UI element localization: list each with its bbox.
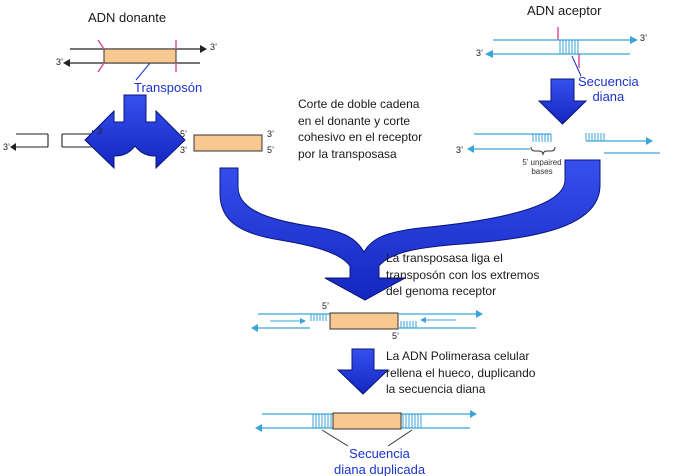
target-pointer bbox=[571, 55, 582, 77]
transposon-right-top-3prime: 3’ bbox=[267, 129, 275, 139]
acceptor-top-3prime: 3’ bbox=[640, 33, 648, 43]
polymerase-description: La ADN Polimerasa celular rellena el hue… bbox=[386, 349, 536, 396]
ligated-intermediate bbox=[251, 310, 483, 332]
duplicated-target-label: Secuencia diana duplicada bbox=[334, 446, 426, 476]
donor-top-3prime: 3’ bbox=[210, 42, 218, 52]
ligation-description: La transposasa liga el transposón con lo… bbox=[386, 251, 540, 298]
left-piece-3prime: 3’ bbox=[3, 142, 11, 152]
donor-transposon-block bbox=[103, 48, 177, 64]
acceptor-bottom-3prime: 3’ bbox=[476, 48, 484, 58]
target-sequence-label: Secuencia diana bbox=[578, 74, 639, 104]
acceptor-dna-label: ADN aceptor bbox=[527, 3, 602, 18]
unpaired-brace bbox=[530, 146, 556, 156]
split-arrow bbox=[84, 94, 186, 170]
donor-bottom-3prime: 3’ bbox=[56, 57, 64, 67]
polymerase-down-arrow bbox=[336, 348, 390, 395]
transposon-left-top-5prime: 5’ bbox=[180, 129, 188, 139]
merge-arrow bbox=[219, 159, 601, 301]
duplicated-pointer bbox=[387, 429, 413, 447]
ligated-bottom-5prime: 5’ bbox=[392, 331, 400, 341]
free-transposon-block bbox=[193, 134, 263, 152]
donor-cut-marker bbox=[97, 39, 105, 50]
right-piece-3prime: 3’ bbox=[97, 126, 105, 136]
donor-cut-marker bbox=[97, 62, 105, 73]
unpaired-bases-label: 5’ unpaired bases bbox=[522, 158, 562, 176]
unpaired-bars-right bbox=[585, 133, 605, 141]
acceptor-dna bbox=[485, 27, 638, 77]
transposon-right-bottom-5prime: 5’ bbox=[267, 145, 275, 155]
acceptor-target-bars bbox=[559, 40, 579, 54]
final-transposon-block bbox=[332, 412, 402, 430]
duplicated-target-left bbox=[312, 414, 332, 428]
final-product bbox=[255, 410, 477, 447]
transposon-left-bottom-3prime: 3’ bbox=[180, 145, 188, 155]
cut-acceptor-3prime: 3’ bbox=[456, 145, 464, 155]
duplicated-target-right bbox=[402, 414, 422, 428]
cut-acceptor-dna bbox=[467, 133, 660, 156]
transposon-label: Transposón bbox=[134, 80, 203, 95]
donor-dna-label: ADN donante bbox=[88, 10, 167, 25]
cut-description: Corte de doble cadena en el donante y co… bbox=[298, 97, 423, 161]
unpaired-bars-left bbox=[532, 134, 552, 142]
acceptor-down-arrow bbox=[537, 78, 588, 125]
duplicated-pointer bbox=[321, 429, 349, 447]
transposon-pointer bbox=[135, 62, 151, 81]
ligated-top-5prime: 5’ bbox=[322, 301, 330, 311]
donor-dna bbox=[63, 39, 207, 81]
inserted-transposon-block bbox=[329, 312, 399, 330]
